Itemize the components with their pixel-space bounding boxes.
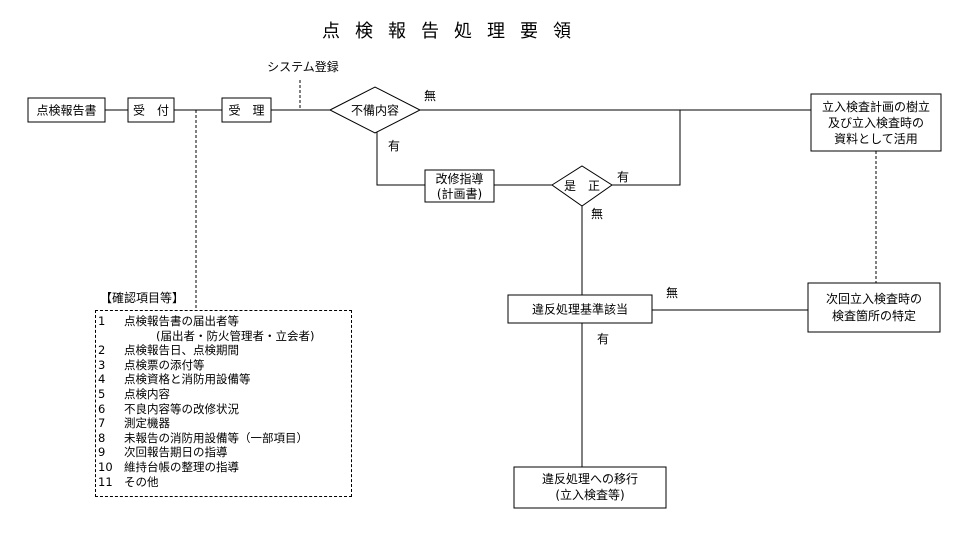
report-box bbox=[27, 97, 106, 123]
checklist-item-number: 4 bbox=[98, 372, 106, 387]
checklist-item-number: 10 bbox=[98, 459, 113, 474]
violation-transfer-box bbox=[513, 466, 667, 509]
corrected-label: 是 正 bbox=[564, 179, 600, 193]
checklist-item: 5 点検内容 bbox=[96, 387, 351, 402]
use-material-box bbox=[810, 93, 942, 152]
violation-check-label: 違反処理基準該当 bbox=[532, 302, 628, 317]
violation-check-box bbox=[507, 294, 653, 324]
checklist-item-number: 7 bbox=[98, 416, 106, 431]
checklist-item: 2 点検報告日、点検期間 bbox=[96, 343, 351, 358]
violation-yes-label: 有 bbox=[597, 332, 609, 346]
violation-none-label: 無 bbox=[666, 285, 678, 300]
next-inspection-box bbox=[807, 282, 941, 333]
report-label: 点検報告書 bbox=[36, 104, 96, 118]
checklist-item-text: 点検票の添付等 bbox=[124, 357, 205, 372]
checklist-item-text: 測定機器 bbox=[124, 416, 170, 431]
checklist-item-number: 2 bbox=[98, 343, 106, 358]
repair-instruction-label-2: (計画書) bbox=[437, 186, 482, 201]
corrected-none-label: 無 bbox=[591, 206, 603, 221]
checklist-item-text: 維持台帳の整理の指導 bbox=[124, 459, 239, 474]
checklist-item-number: 3 bbox=[98, 357, 106, 372]
checklist-box: 1 点検報告書の届出者等(届出者・防火管理者・立会者) 2 点検報告日、点検期間 3 点検… bbox=[95, 310, 352, 497]
next-inspection-label-1: 次回立入検査時の bbox=[826, 291, 922, 306]
checklist-item: 11 その他 bbox=[96, 475, 351, 490]
checklist-item-number: 9 bbox=[98, 445, 106, 460]
accept-box bbox=[127, 97, 175, 123]
corrected-yes-label: 有 bbox=[617, 170, 629, 184]
next-inspection-label-2: 検査箇所の特定 bbox=[832, 308, 916, 323]
receive-box bbox=[221, 97, 272, 123]
repair-instruction-label-1: 改修指導 bbox=[435, 171, 483, 186]
checklist-item-number: 6 bbox=[98, 401, 106, 416]
checklist-item-text: 不良内容等の改修状況 bbox=[124, 401, 239, 416]
checklist-item: 8 未報告の消防用設備等（一部項目） bbox=[96, 431, 351, 446]
use-material-label-1: 立入検査計画の樹立 bbox=[822, 99, 930, 114]
checklist-item-text: その他 bbox=[124, 474, 159, 489]
edge-corrected-use bbox=[612, 110, 681, 186]
accept-label: 受 付 bbox=[133, 104, 169, 118]
checklist-item: 4 点検資格と消防用設備等 bbox=[96, 372, 351, 387]
checklist-item-text: 点検資格と消防用設備等 bbox=[124, 372, 251, 387]
checklist-item: 3 点検票の添付等 bbox=[96, 358, 351, 373]
corrected-diamond bbox=[551, 165, 613, 207]
checklist-item: (届出者・防火管理者・立会者) bbox=[96, 329, 351, 344]
checklist-item: 9 次回報告期日の指導 bbox=[96, 445, 351, 460]
system-register-label: システム登録 bbox=[267, 59, 339, 74]
checklist-item-number: 8 bbox=[98, 430, 106, 445]
checklist-item-text: 点検報告書の届出者等 bbox=[124, 314, 239, 328]
receive-label: 受 理 bbox=[228, 104, 264, 118]
checklist-item-text: 未報告の消防用設備等（一部項目） bbox=[124, 430, 308, 445]
checklist-item: 7 測定機器 bbox=[96, 416, 351, 431]
checklist-item: 1 点検報告書の届出者等 bbox=[96, 314, 351, 329]
defect-label: 不備内容 bbox=[351, 103, 399, 118]
checklist-item: 10 維持台帳の整理の指導 bbox=[96, 460, 351, 475]
checklist-item-number: 5 bbox=[98, 386, 106, 401]
use-material-label-2: 及び立入検査時の bbox=[828, 115, 924, 130]
defect-yes-label: 有 bbox=[388, 139, 400, 153]
checklist-item-text: (届出者・防火管理者・立会者) bbox=[156, 328, 315, 343]
use-material-label-3: 資料として活用 bbox=[834, 132, 918, 146]
page-title: 点検報告処理要領 bbox=[322, 21, 586, 42]
violation-transfer-label-1: 違反処理への移行 bbox=[542, 472, 638, 486]
edge-defect-repair bbox=[376, 130, 425, 186]
checklist-item: 6 不良内容等の改修状況 bbox=[96, 402, 351, 417]
violation-transfer-label-2: (立入検査等) bbox=[555, 487, 624, 502]
defect-none-label: 無 bbox=[424, 88, 436, 103]
checklist-heading: 【確認項目等】 bbox=[100, 291, 185, 305]
checklist-item-number: 11 bbox=[98, 474, 113, 489]
defect-diamond bbox=[328, 86, 422, 134]
checklist-item-number: 1 bbox=[98, 314, 106, 328]
checklist-item-text: 点検報告日、点検期間 bbox=[124, 343, 239, 358]
checklist-item-text: 次回報告期日の指導 bbox=[124, 445, 228, 460]
checklist-item-number bbox=[96, 329, 124, 344]
checklist-item-text: 点検内容 bbox=[124, 386, 170, 401]
repair-instruction-box bbox=[424, 169, 495, 203]
